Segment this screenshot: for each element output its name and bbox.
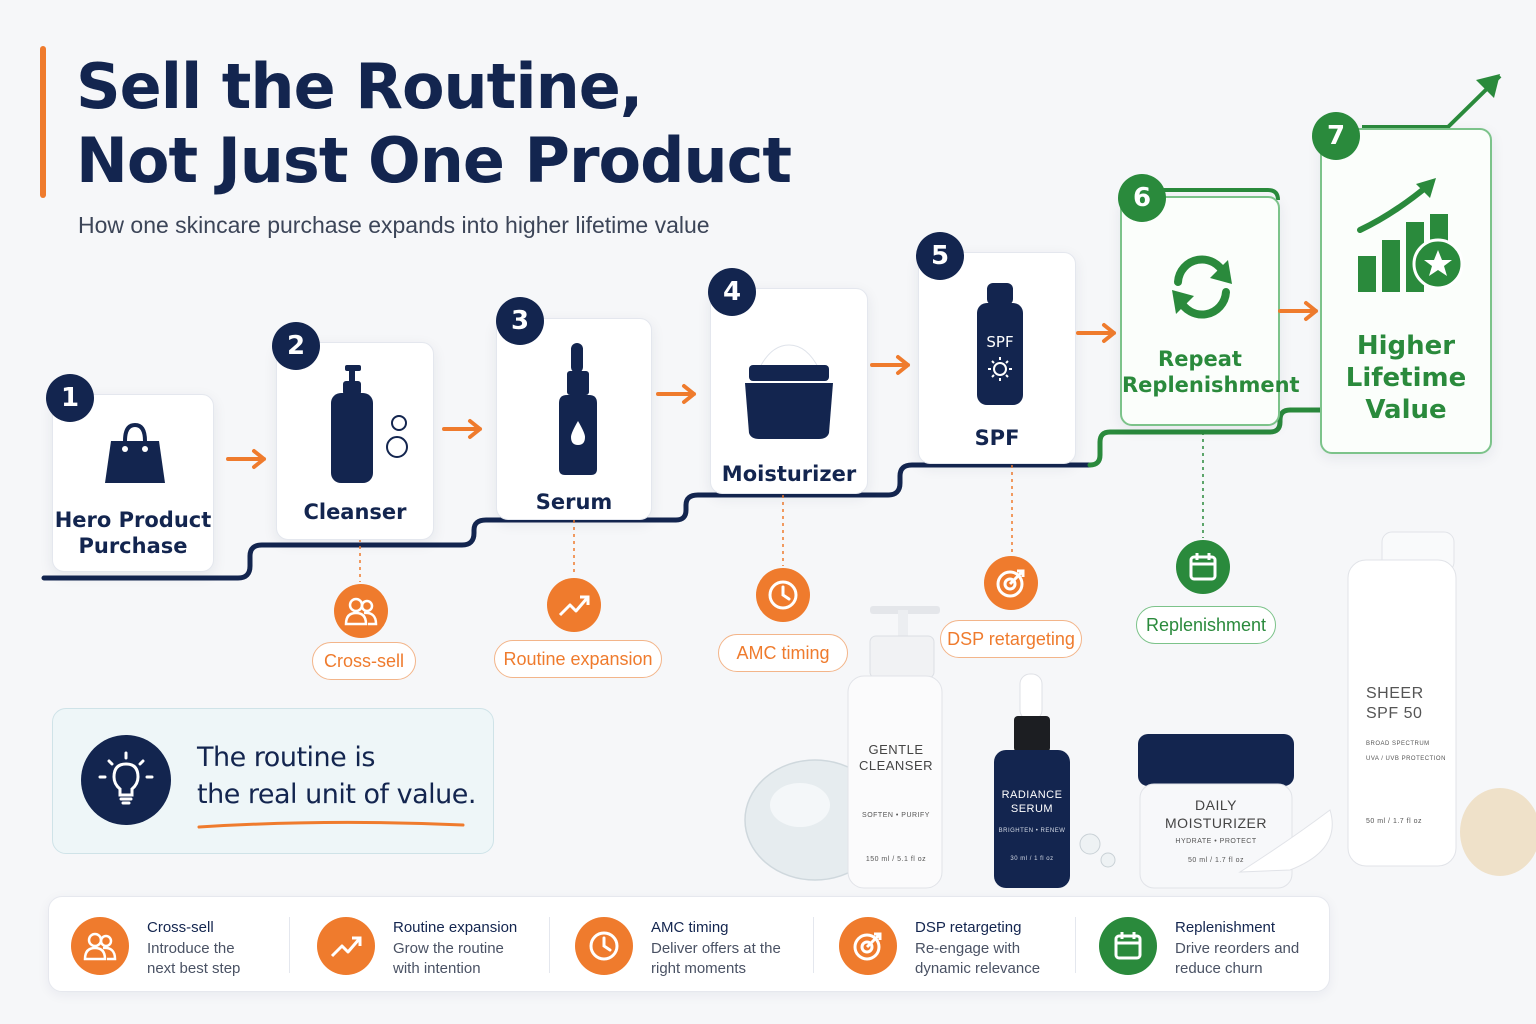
arrow-right-icon — [442, 419, 482, 439]
insight-text: The routine is the real unit of value. — [197, 742, 476, 810]
arrow-right-icon — [870, 355, 910, 375]
step-card-higher-lifetime-value: Higher Lifetime Value — [1320, 128, 1492, 454]
arrow-right-icon — [656, 384, 696, 404]
target-icon — [839, 917, 897, 975]
people-icon — [334, 584, 388, 638]
step-card-moisturizer: Moisturizer — [710, 288, 868, 494]
arrow-right-icon — [226, 449, 266, 469]
cleanser-size: 150 ml / 5.1 fl oz — [865, 856, 927, 863]
tactic-pill-replenishment: Replenishment — [1136, 606, 1276, 644]
serum-label: RADIANCE SERUM — [1001, 789, 1063, 815]
step-card-serum: Serum — [496, 318, 652, 520]
calendar-icon — [1176, 540, 1230, 594]
step-label: Hero Product Purchase — [54, 508, 212, 558]
tactic-pill-dsp-retargeting: DSP retargeting — [940, 620, 1082, 658]
step-label: Moisturizer — [721, 462, 857, 486]
refresh-icon — [1172, 255, 1232, 319]
step-card-hero-product: Hero Product Purchase — [52, 394, 214, 572]
step-number-6: 6 — [1118, 174, 1166, 222]
step-card-spf: SPF SPF — [918, 252, 1076, 464]
shopping-bag-icon — [105, 422, 165, 483]
legend-divider — [549, 917, 550, 973]
insight-callout: The routine is the real unit of value. — [52, 708, 494, 854]
legend-divider — [1075, 917, 1076, 973]
spf-bottle-icon: SPF — [977, 283, 1023, 405]
cleanser-label: GENTLE CLEANSER — [858, 742, 934, 773]
step-label: Cleanser — [303, 500, 407, 524]
cream-jar-icon — [745, 344, 833, 439]
spf-icon-text: SPF — [986, 333, 1013, 351]
tactic-pill-routine-expansion: Routine expansion — [494, 640, 662, 678]
cleanser-tagline: SOFTEN • PURIFY — [862, 812, 930, 819]
step-card-repeat-replenishment: Repeat Replenishment — [1120, 196, 1300, 426]
trend-up-icon — [317, 917, 375, 975]
step-number-4: 4 — [708, 268, 756, 316]
people-icon — [71, 917, 129, 975]
step-label: SPF — [974, 426, 1020, 450]
serum-size: 30 ml / 1 fl oz — [1010, 856, 1054, 862]
tactic-pill-cross-sell: Cross-sell — [312, 642, 416, 680]
legend-divider — [813, 917, 814, 973]
step-number-3: 3 — [496, 297, 544, 345]
growth-chart-icon — [1357, 178, 1464, 292]
moisturizer-size: 50 ml / 1.7 fl oz — [1188, 857, 1244, 864]
step-label: Higher Lifetime Value — [1345, 331, 1467, 425]
product-lineup-image — [744, 531, 1536, 889]
page-subtitle: How one skincare purchase expands into h… — [78, 212, 710, 238]
legend-divider — [289, 917, 290, 973]
pump-bottle-icon — [331, 365, 408, 483]
tactic-pill-amc-timing: AMC timing — [718, 634, 848, 672]
arrow-right-icon — [1076, 323, 1116, 343]
sunscreen-label: SHEER SPF 50 — [1366, 685, 1424, 722]
trend-up-icon — [547, 578, 601, 632]
step-number-2: 2 — [272, 322, 320, 370]
step-label: Repeat Replenishment — [1122, 347, 1300, 397]
step-label: Serum — [535, 490, 613, 514]
moisturizer-label: DAILY MOISTURIZER — [1165, 797, 1267, 831]
page-title: Sell the Routine, Not Just One Product — [76, 50, 792, 198]
step-number-1: 1 — [46, 374, 94, 422]
title-accent-bar — [40, 46, 46, 198]
title-line-2: Not Just One Product — [76, 124, 792, 197]
clock-icon — [575, 917, 633, 975]
lightbulb-icon — [81, 735, 171, 825]
clock-icon — [756, 568, 810, 622]
serum-tagline: BRIGHTEN • RENEW — [998, 828, 1066, 834]
step-number-7: 7 — [1312, 112, 1360, 160]
target-icon — [984, 556, 1038, 610]
moisturizer-tagline: HYDRATE • PROTECT — [1175, 838, 1257, 845]
step-card-cleanser: Cleanser — [276, 342, 434, 540]
dropper-bottle-icon — [559, 343, 597, 475]
underline-swoosh — [197, 820, 465, 829]
arrow-right-icon — [1278, 301, 1318, 321]
calendar-icon — [1099, 917, 1157, 975]
title-line-1: Sell the Routine, — [76, 50, 643, 123]
sunscreen-tagline: BROAD SPECTRUM UVA / UVB PROTECTION — [1366, 741, 1446, 762]
step-number-5: 5 — [916, 232, 964, 280]
sunscreen-size: 50 ml / 1.7 fl oz — [1366, 818, 1422, 825]
